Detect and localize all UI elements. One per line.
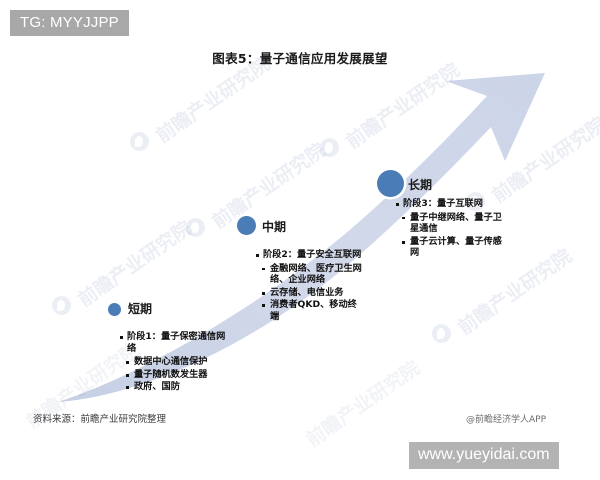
stage-item: 云存储、电信业务 (262, 287, 362, 299)
page-title: 图表5：量子通信应用发展展望 (212, 51, 388, 66)
stage-item: 量子云计算、量子传感网 (402, 236, 508, 259)
stage-item: 金融网络、医疗卫生网络、企业网络 (262, 263, 362, 286)
milestone-content: 阶段3：量子互联网 量子中继网络、量子卫星通信 量子云计算、量子传感网 (396, 198, 508, 260)
app-credit: @前瞻经济学人APP (466, 415, 547, 425)
milestone-content: 阶段2：量子安全互联网 金融网络、医疗卫生网络、企业网络 云存储、电信业务 消费… (256, 249, 362, 324)
tg-handle-tag: TG: MYYJJPP (10, 10, 129, 36)
milestone-dot[interactable] (108, 303, 121, 316)
stage-item: 量子中继网络、量子卫星通信 (402, 212, 508, 235)
stage-item: 政府、国防 (126, 381, 228, 393)
stage-title: 阶段1：量子保密通信网络 (120, 331, 228, 354)
milestone-label: 中期 (262, 220, 287, 234)
milestone-dot[interactable] (237, 216, 256, 235)
milestone-content: 阶段1：量子保密通信网络 数据中心通信保护 量子随机数发生器 政府、国防 (120, 331, 228, 394)
source-note: 资料来源：前瞻产业研究院整理 (33, 414, 167, 425)
stage-title: 阶段3：量子互联网 (396, 198, 508, 210)
stage-item: 数据中心通信保护 (126, 356, 228, 368)
milestone-dot[interactable] (377, 170, 404, 197)
milestone-label: 长期 (408, 178, 433, 192)
stage-title: 阶段2：量子安全互联网 (256, 249, 362, 261)
stage-item: 量子随机数发生器 (126, 369, 228, 381)
milestone-label: 短期 (128, 302, 153, 316)
stage-item: 消费者QKD、移动终端 (262, 299, 362, 322)
site-url-tag: www.yueyidai.com (409, 442, 559, 469)
